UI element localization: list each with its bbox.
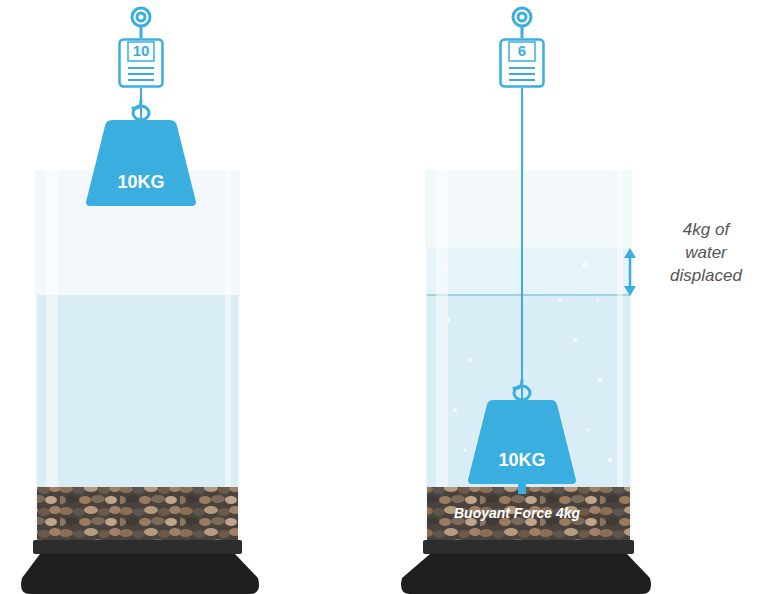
weight-label: 10KG [468, 450, 576, 470]
water [37, 295, 238, 545]
displaced-water [427, 248, 630, 295]
weight: 10KG [468, 400, 576, 484]
scale-mark [128, 79, 154, 81]
weight-outline [86, 120, 196, 206]
displacement-note: 4kg of water displaced [660, 218, 752, 287]
tank-base [401, 554, 651, 594]
spring-scale: 6 [499, 38, 545, 88]
scale-reading: 10 [118, 43, 164, 59]
left-tank [21, 170, 259, 594]
suspension-cord [522, 88, 523, 400]
scale-mark [509, 67, 535, 69]
pebbles [37, 487, 238, 545]
scale-mark [509, 79, 535, 81]
weight-outline [468, 400, 576, 484]
glass [425, 170, 632, 545]
water [427, 248, 630, 545]
force-label: Buoyant Force 4kg [432, 504, 602, 522]
pebbles [427, 487, 630, 545]
suspension-cord [141, 88, 142, 120]
tank-base [33, 540, 242, 554]
weight-label: 10KG [86, 172, 196, 192]
spring-scale: 10 [118, 38, 164, 88]
scale-mark [128, 73, 154, 75]
displacement-arrow [624, 248, 636, 296]
cord-line [140, 88, 142, 120]
tank-base [423, 540, 634, 554]
hook [133, 100, 530, 400]
weight: 10KG [86, 120, 196, 206]
original-water-level [427, 294, 630, 296]
weight-body [86, 120, 196, 206]
tank-base [21, 554, 259, 594]
scale-reading: 6 [499, 43, 545, 59]
weight-body [468, 400, 576, 484]
cord-line [521, 88, 523, 400]
scale-mark [509, 73, 535, 75]
right-tank [401, 170, 651, 594]
scale-ring [132, 8, 531, 38]
scale-mark [128, 67, 154, 69]
glass [35, 170, 240, 545]
